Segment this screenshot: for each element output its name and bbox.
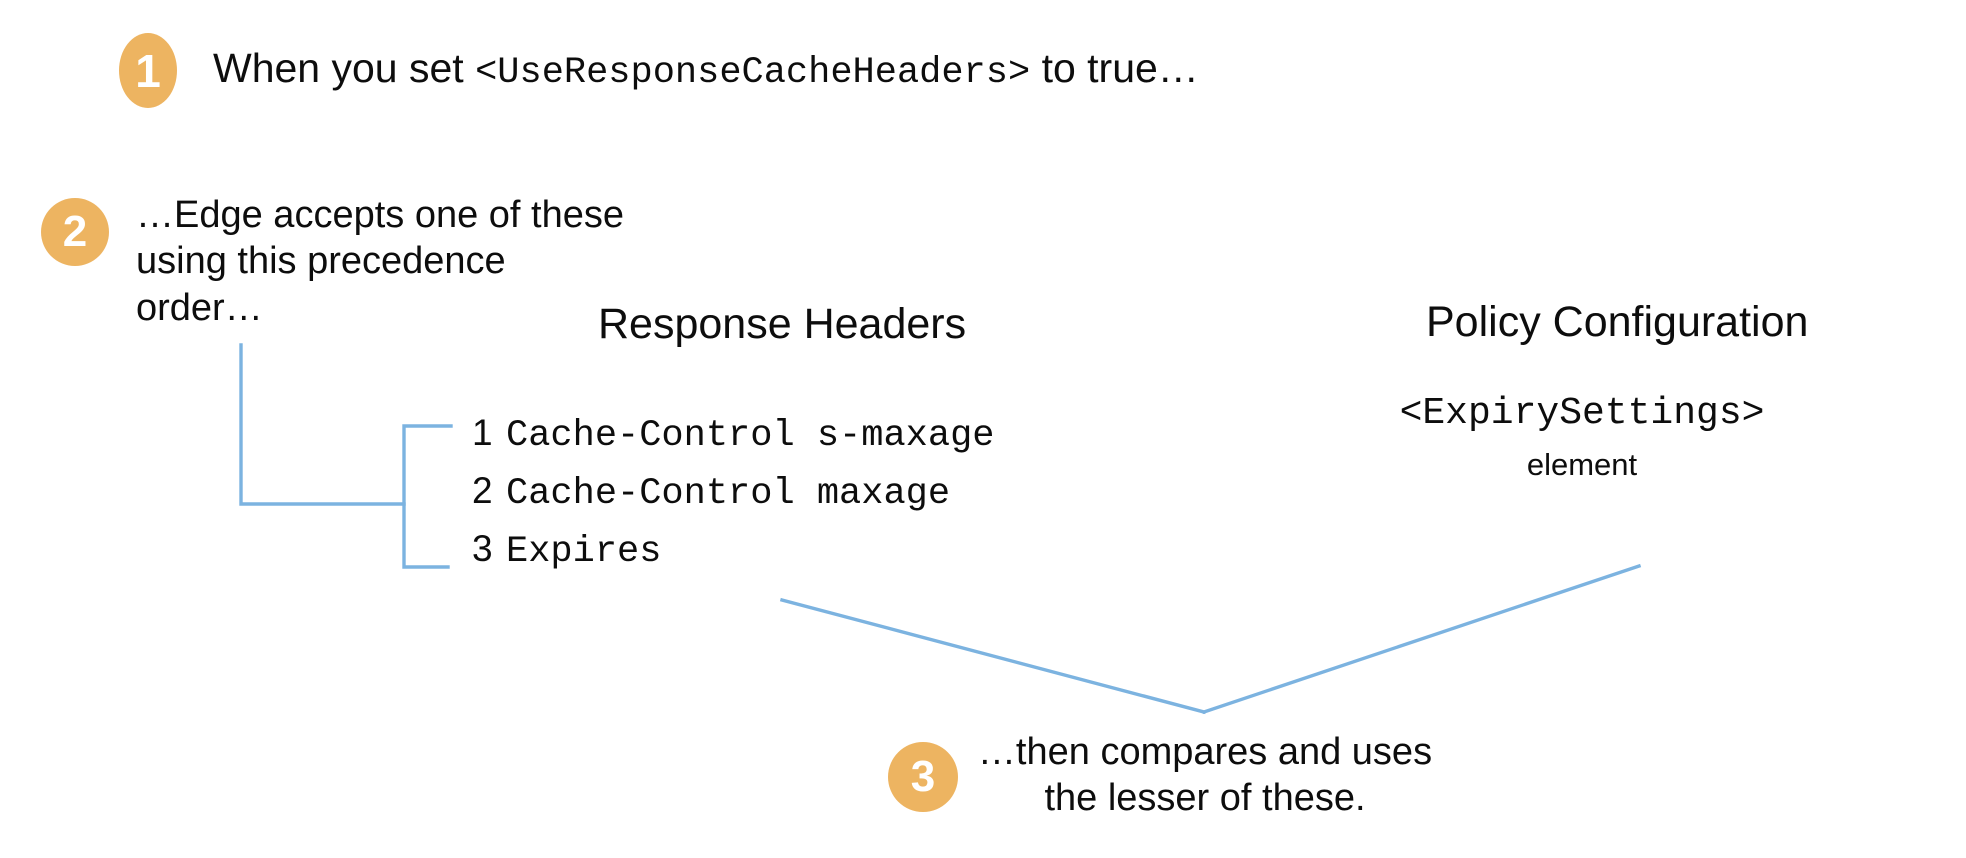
list-item: 3 Expires bbox=[472, 528, 994, 586]
step-badge-3: 3 bbox=[888, 742, 958, 812]
step-2-text: …Edge accepts one of these using this pr… bbox=[136, 194, 624, 329]
expiry-settings-element-name: <ExpirySettings> bbox=[1399, 392, 1765, 435]
list-item-value: Cache-Control maxage bbox=[506, 473, 951, 515]
step-badge-2: 2 bbox=[41, 198, 109, 266]
step-1-text-prefix: When you set bbox=[213, 45, 476, 91]
list-item-number: 3 bbox=[472, 528, 493, 569]
step-3-text: …then compares and uses the lesser of th… bbox=[977, 731, 1433, 819]
response-headers-list: 1 Cache-Control s-maxage 2 Cache-Control… bbox=[472, 412, 994, 586]
step-1-text-suffix: to true… bbox=[1030, 45, 1199, 91]
expiry-settings-element-label: element bbox=[1526, 447, 1638, 482]
policy-configuration-element: <ExpirySettings> element bbox=[1382, 392, 1782, 483]
list-item-value: Expires bbox=[506, 531, 662, 573]
step-1-code-token: <UseResponseCacheHeaders> bbox=[475, 52, 1031, 94]
step-badge-1: 1 bbox=[119, 33, 177, 108]
precedence-bracket-path bbox=[402, 424, 453, 569]
step-1-text: When you set <UseResponseCacheHeaders> t… bbox=[213, 44, 1199, 96]
policy-configuration-heading: Policy Configuration bbox=[1426, 298, 1809, 346]
comparison-vee-left-path bbox=[779, 597, 1207, 715]
list-item: 2 Cache-Control maxage bbox=[472, 470, 994, 528]
list-item-number: 2 bbox=[472, 470, 493, 511]
list-item-number: 1 bbox=[472, 412, 493, 453]
list-item: 1 Cache-Control s-maxage bbox=[472, 412, 994, 470]
precedence-elbow-path bbox=[239, 343, 406, 506]
comparison-vee-right-path bbox=[1201, 563, 1642, 715]
list-item-value: Cache-Control s-maxage bbox=[506, 415, 995, 457]
response-headers-heading: Response Headers bbox=[598, 300, 967, 348]
